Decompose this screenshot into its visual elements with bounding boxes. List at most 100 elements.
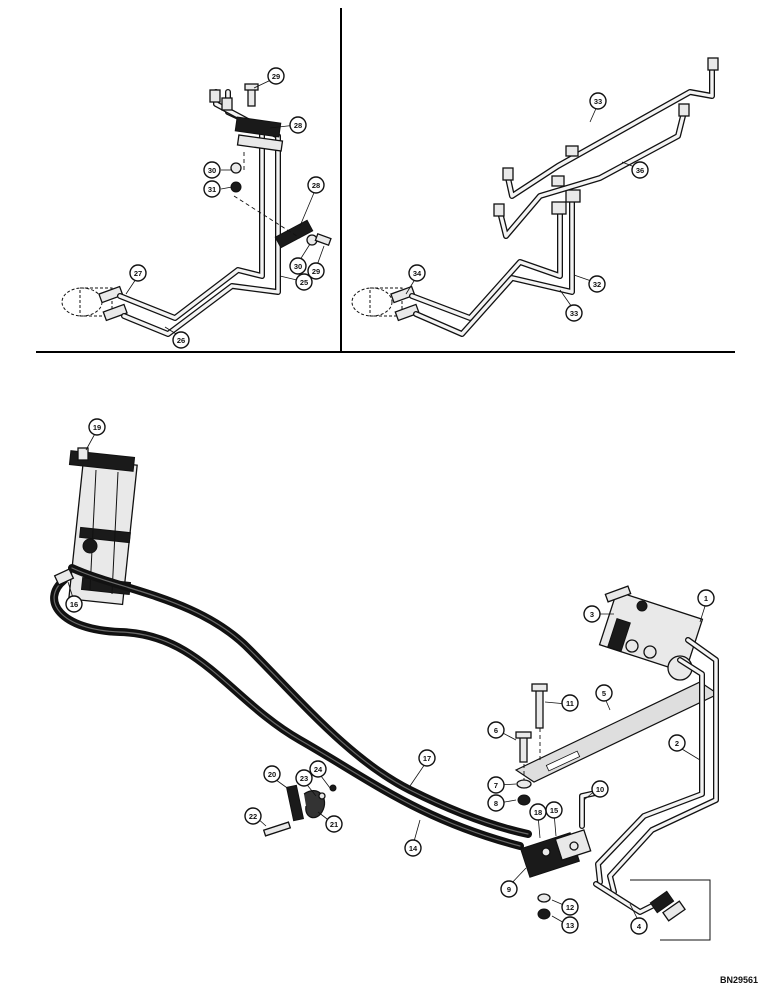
callout-number: 15 [550,806,558,815]
callout-ring [561,694,579,712]
callout-c34: 34 [408,264,426,282]
callout-ring [565,304,583,322]
callout-c33a: 33 [565,304,583,322]
callout-ring [668,734,686,752]
callout-c11: 11 [561,694,579,712]
callout-c19: 19 [88,418,106,436]
figure-reference-code: BN29561 [720,975,758,985]
callout-ring [697,589,715,607]
leader-lines [67,78,707,925]
callout-number: 31 [208,185,216,194]
fasteners [515,683,551,920]
callout-number: 28 [312,181,320,190]
callout-number: 10 [596,785,604,794]
callout-ring [595,684,613,702]
callout-ring [487,794,505,812]
callout-number: 27 [134,269,142,278]
callout-c4: 4 [630,917,648,935]
callout-ring [203,161,221,179]
callout-number: 24 [314,765,323,774]
tee-fitting [520,829,592,878]
callout-number: 16 [70,600,78,609]
callout-ring [289,257,307,275]
callout-number: 19 [93,423,101,432]
callout-c16: 16 [65,595,83,613]
callout-c17: 17 [418,749,436,767]
fitting-detail-inset [630,879,711,941]
callout-c3: 3 [583,605,601,623]
callout-c13: 13 [561,916,579,934]
callout-c14: 14 [404,839,422,857]
callout-number: 30 [294,262,302,271]
callout-number: 18 [534,808,542,817]
mounting-plate [514,681,720,783]
callout-ring [65,595,83,613]
callout-c29b: 29 [307,262,325,280]
callout-ring [172,331,190,349]
callout-number: 29 [272,72,280,81]
callout-number: 13 [566,921,574,930]
callout-c33b: 33 [589,92,607,110]
callout-c29a: 29 [267,67,285,85]
callout-c28b: 28 [307,176,325,194]
callout-number: 12 [566,903,574,912]
callout-number: 14 [409,844,418,853]
callout-ring [500,880,518,898]
callout-ring [487,776,505,794]
callout-ring [408,264,426,282]
callout-c12: 12 [561,898,579,916]
callout-ring [295,273,313,291]
callout-ring [591,780,609,798]
callout-c21: 21 [325,815,343,833]
callout-number: 28 [294,121,302,130]
callout-ring [589,92,607,110]
callout-c8: 8 [487,794,505,812]
callout-c32: 32 [588,275,606,293]
callout-number: 11 [566,699,574,708]
callout-c30a: 30 [203,161,221,179]
inset-left-tube-assembly [61,83,332,337]
callout-c7: 7 [487,776,505,794]
callout-number: 33 [570,309,578,318]
callout-c18: 18 [529,803,547,821]
callout-c20: 20 [263,765,281,783]
callout-ring [203,180,221,198]
callout-ring [129,264,147,282]
callout-c23: 23 [295,769,313,787]
callout-ring [529,803,547,821]
callout-number: 4 [637,922,642,931]
callout-ring [631,161,649,179]
callout-number: 20 [268,770,276,779]
callout-number: 3 [590,610,594,619]
callout-number: 22 [249,812,257,821]
callout-number: 17 [423,754,431,763]
callout-ring [588,275,606,293]
callout-c5: 5 [595,684,613,702]
callout-ring [307,262,325,280]
hose-clamp [262,784,337,837]
inset-right-tube-assembly [351,57,719,337]
callout-ring [309,760,327,778]
callout-number: 36 [636,166,644,175]
callout-ring [561,898,579,916]
callout-ring [263,765,281,783]
callout-number: 23 [300,774,308,783]
callout-number: 5 [602,689,606,698]
callout-c10: 10 [591,780,609,798]
callout-ring [325,815,343,833]
callout-ring [88,418,106,436]
callout-ring [244,807,262,825]
callout-c22: 22 [244,807,262,825]
callout-c30b: 30 [289,257,307,275]
callout-number: 9 [507,885,511,894]
callout-c2: 2 [668,734,686,752]
callout-ring [295,769,313,787]
callout-c25: 25 [295,273,313,291]
callout-ring [630,917,648,935]
callout-number: 30 [208,166,216,175]
callout-number: 26 [177,336,185,345]
hydraulic-cylinder [68,447,138,606]
control-valve [598,585,704,681]
callout-ring [289,116,307,134]
